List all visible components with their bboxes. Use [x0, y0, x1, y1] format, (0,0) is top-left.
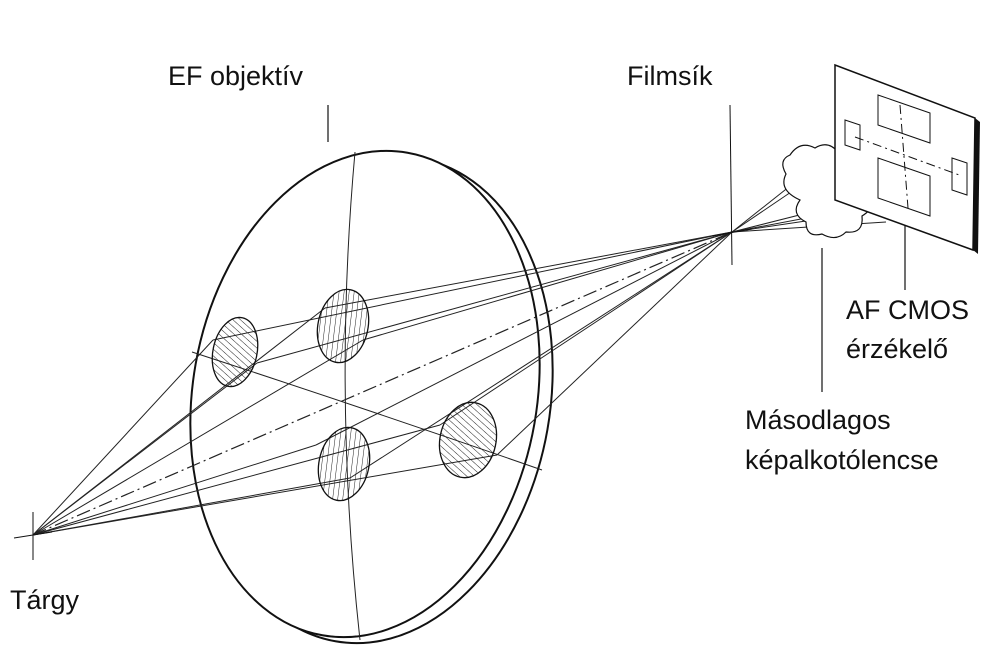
lens-axis-vertical: [344, 151, 361, 641]
film-plane-label: Filmsík: [627, 61, 713, 91]
sensor-label-line2: érzékelő: [846, 334, 949, 364]
ef-lens: [189, 149, 554, 645]
optical-axis: [32, 231, 733, 536]
secondary-lens-label-line1: Másodlagos: [745, 405, 891, 435]
film-plane-marker: [711, 104, 753, 266]
object-label: Tárgy: [10, 585, 80, 615]
aperture-bottom: [317, 426, 371, 502]
leader-lines: [327, 105, 906, 392]
secondary-lens-label-line2: képalkotólencse: [745, 445, 939, 475]
aperture-left: [211, 316, 259, 388]
apertures: [211, 288, 498, 502]
aperture-right: [438, 401, 498, 479]
sensor-label-line1: AF CMOS: [846, 295, 970, 325]
lens-face: [189, 149, 541, 639]
aperture-top: [316, 288, 370, 364]
object-point: [13, 512, 53, 560]
lens-label: EF objektív: [168, 61, 304, 91]
af-cmos-sensor: [834, 63, 980, 254]
